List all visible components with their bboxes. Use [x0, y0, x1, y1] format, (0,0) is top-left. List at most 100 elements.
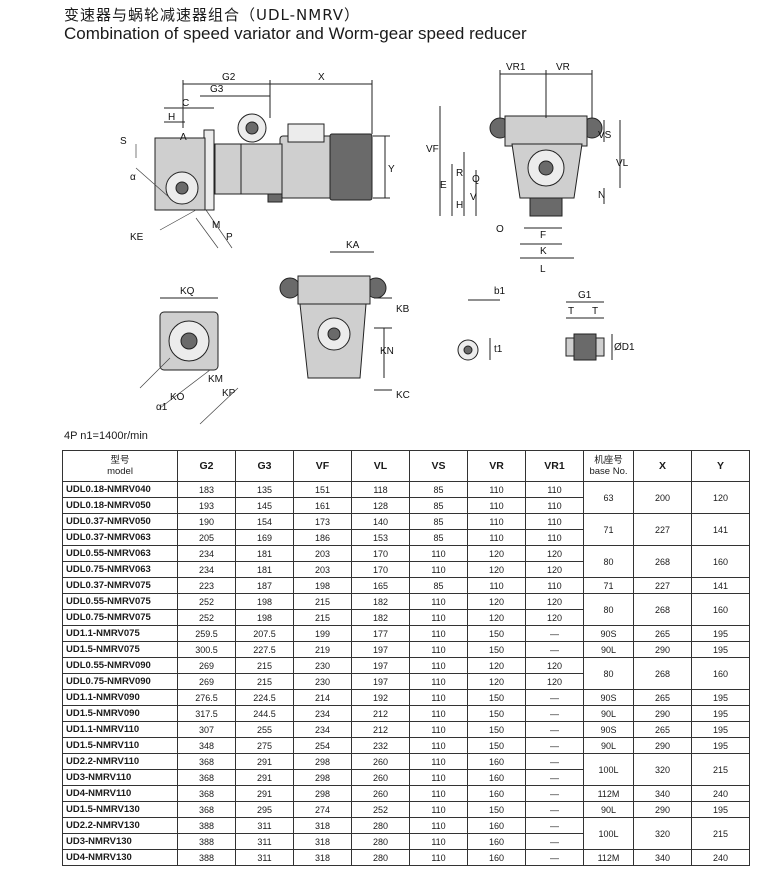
cell-x: 265 — [633, 721, 692, 738]
cell-vl: 153 — [351, 529, 410, 546]
spec-table: 型号 model G2 G3 VF VL VS VR VR1 机座号 base … — [62, 450, 750, 866]
cell-model: UDL0.18-NMRV050 — [62, 497, 178, 514]
cell-g2: 388 — [177, 833, 236, 850]
cell-vl: 197 — [351, 657, 410, 674]
cell-base: 90L — [583, 801, 634, 818]
label-h-front: H — [456, 200, 463, 211]
cell-g3: 154 — [235, 513, 294, 530]
label-p: P — [226, 232, 233, 243]
label-kb: KB — [396, 304, 410, 315]
cell-x: 290 — [633, 641, 692, 658]
cell-vl: 177 — [351, 625, 410, 642]
cell-vl: 260 — [351, 769, 410, 786]
cell-g3: 187 — [235, 577, 294, 594]
header-base-en: base No. — [589, 466, 628, 477]
cell-g2: 252 — [177, 593, 236, 610]
cell-vr: 150 — [467, 625, 526, 642]
cell-g2: 183 — [177, 481, 236, 498]
label-g2: G2 — [222, 72, 236, 83]
cell-vf: 318 — [293, 849, 352, 866]
cell-base: 90S — [583, 721, 634, 738]
header-y: Y — [691, 450, 750, 482]
label-ka: KA — [346, 240, 360, 251]
cell-model: UD2.2-NMRV110 — [62, 753, 178, 770]
cell-g2: 388 — [177, 817, 236, 834]
cell-x: 320 — [633, 817, 692, 850]
cell-base: 80 — [583, 657, 634, 690]
cell-g2: 252 — [177, 609, 236, 626]
cell-g3: 181 — [235, 545, 294, 562]
cell-g2: 368 — [177, 753, 236, 770]
cell-vr1: 110 — [525, 481, 584, 498]
cell-model: UD1.1-NMRV110 — [62, 721, 178, 738]
cell-vr1: 120 — [525, 593, 584, 610]
cell-g3: 224.5 — [235, 689, 294, 706]
cell-x: 320 — [633, 753, 692, 786]
cell-vf: 230 — [293, 673, 352, 690]
cell-vf: 203 — [293, 545, 352, 562]
cell-vf: 215 — [293, 593, 352, 610]
cell-y: 141 — [691, 577, 750, 594]
header-base-cn: 机座号 — [594, 455, 623, 466]
cell-vr: 150 — [467, 705, 526, 722]
cell-vs: 110 — [409, 721, 468, 738]
cell-vs: 85 — [409, 481, 468, 498]
cell-vl: 232 — [351, 737, 410, 754]
cell-vr: 160 — [467, 753, 526, 770]
cell-vl: 260 — [351, 785, 410, 802]
cell-x: 340 — [633, 785, 692, 802]
cell-vr1: 120 — [525, 561, 584, 578]
header-vf: VF — [293, 450, 352, 482]
cell-vr: 120 — [467, 673, 526, 690]
cell-g3: 145 — [235, 497, 294, 514]
cell-vs: 110 — [409, 753, 468, 770]
cell-vl: 165 — [351, 577, 410, 594]
key-detail-drawing: G1 T T ØD1 — [565, 290, 635, 361]
cell-vr1: — — [525, 753, 584, 770]
label-c: C — [182, 98, 189, 109]
cell-x: 200 — [633, 481, 692, 514]
cell-vf: 198 — [293, 577, 352, 594]
cell-y: 195 — [691, 705, 750, 722]
label-n: N — [598, 190, 605, 201]
cell-vr1: — — [525, 705, 584, 722]
cell-vf: 215 — [293, 609, 352, 626]
cell-g3: 215 — [235, 657, 294, 674]
cell-y: 195 — [691, 721, 750, 738]
cell-vs: 110 — [409, 849, 468, 866]
label-b1: b1 — [494, 286, 506, 297]
cell-model: UDL0.37-NMRV063 — [62, 529, 178, 546]
cell-vs: 110 — [409, 673, 468, 690]
cell-vl: 118 — [351, 481, 410, 498]
cell-vf: 254 — [293, 737, 352, 754]
cell-base: 63 — [583, 481, 634, 514]
cell-vr1: — — [525, 737, 584, 754]
cell-model: UDL0.37-NMRV075 — [62, 577, 178, 594]
label-v: V — [470, 192, 477, 203]
label-t-right: T — [592, 306, 598, 317]
cell-vs: 110 — [409, 769, 468, 786]
cell-vl: 170 — [351, 545, 410, 562]
cell-vf: 274 — [293, 801, 352, 818]
cell-vl: 212 — [351, 721, 410, 738]
label-q: Q — [472, 174, 480, 185]
cell-vs: 110 — [409, 705, 468, 722]
label-vr: VR — [556, 62, 570, 73]
cell-base: 90L — [583, 705, 634, 722]
label-a: A — [180, 132, 187, 143]
cell-x: 340 — [633, 849, 692, 866]
cell-vl: 252 — [351, 801, 410, 818]
cell-vr1: 120 — [525, 609, 584, 626]
cell-vs: 110 — [409, 609, 468, 626]
cell-vs: 110 — [409, 737, 468, 754]
cell-y: 215 — [691, 817, 750, 850]
